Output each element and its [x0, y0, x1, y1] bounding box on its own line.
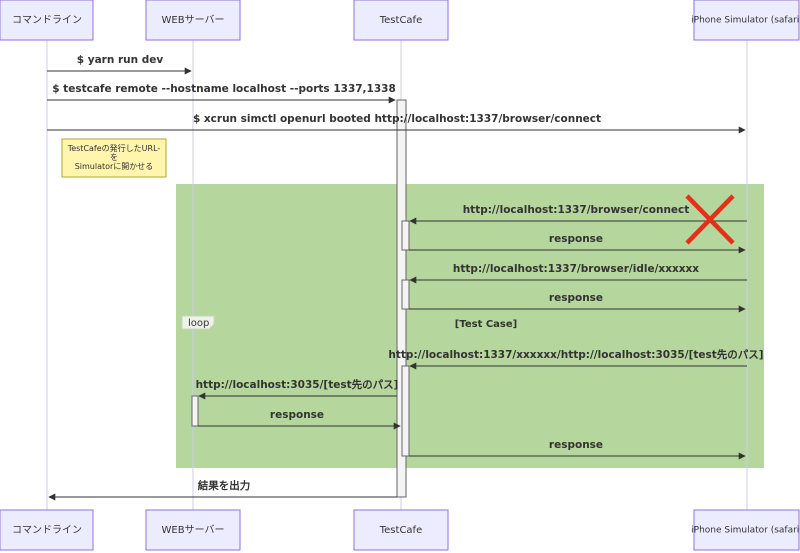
message-web-response: response: [198, 409, 401, 430]
note-line-3: Simulatorに開かせる: [75, 162, 154, 171]
svg-text:response: response: [549, 292, 603, 304]
svg-text:$ yarn run dev: $ yarn run dev: [77, 54, 164, 66]
message-browser-connect: http://localhost:1337/browser/connect: [409, 204, 747, 225]
message-browser-idle: http://localhost:1337/browser/idle/xxxxx…: [409, 263, 747, 284]
svg-text:結果を出力: 結果を出力: [198, 479, 251, 492]
loop-label: loop: [181, 315, 215, 330]
activation-testcafe-idle: [401, 279, 410, 310]
svg-text:$ xcrun simctl openurl booted: $ xcrun simctl openurl booted http://loc…: [193, 113, 601, 125]
svg-text:コマンドライン: コマンドライン: [12, 524, 82, 536]
red-x-cross-icon: [685, 194, 735, 245]
message-test-url: http://localhost:1337/xxxxxx/http://loca…: [388, 348, 764, 370]
svg-text:コマンドライン: コマンドライン: [12, 14, 82, 26]
message-response-connect: response: [409, 233, 746, 254]
actor-web-top: WEBサーバー: [145, 0, 241, 41]
svg-text:http://localhost:1337/browser/: http://localhost:1337/browser/connect: [463, 204, 690, 216]
message-response-test: response: [409, 439, 746, 460]
svg-text:TestCafe: TestCafe: [379, 525, 422, 536]
svg-text:http://localhost:3035/[test先のパ: http://localhost:3035/[test先のパス]: [196, 378, 399, 391]
message-test-path-request: http://localhost:3035/[test先のパス]: [196, 378, 399, 400]
svg-text:response: response: [549, 233, 603, 245]
loop-block: [176, 184, 764, 468]
actor-web-bottom: WEBサーバー: [145, 509, 241, 551]
actor-iphone-bottom: iPhone Simulator (safari): [691, 509, 800, 551]
actor-testcafe-bottom: TestCafe: [353, 509, 449, 551]
svg-text:iPhone Simulator (safari): iPhone Simulator (safari): [691, 16, 800, 26]
svg-text:response: response: [549, 439, 603, 451]
svg-text:$ testcafe remote --hostname l: $ testcafe remote --hostname localhost -…: [52, 83, 396, 95]
svg-text:http://localhost:1337/xxxxxx/h: http://localhost:1337/xxxxxx/http://loca…: [388, 348, 763, 361]
loop-title: [Test Case]: [455, 319, 517, 330]
actor-cli-top: コマンドライン: [0, 0, 94, 41]
actor-cli-bottom: コマンドライン: [0, 509, 94, 551]
svg-text:WEBサーバー: WEBサーバー: [162, 524, 225, 536]
actor-iphone-top: iPhone Simulator (safari): [691, 0, 800, 41]
activation-testcafe-connect: [401, 220, 410, 251]
svg-text:WEBサーバー: WEBサーバー: [162, 14, 225, 26]
note: TestCafeの発行したURL- を Simulatorに開かせる: [61, 138, 167, 178]
activation-testcafe-test: [401, 365, 410, 457]
activation-web-request: [191, 395, 199, 427]
svg-text:http://localhost:1337/browser/: http://localhost:1337/browser/idle/xxxxx…: [453, 263, 699, 275]
svg-text:iPhone Simulator (safari): iPhone Simulator (safari): [691, 526, 800, 536]
message-xcrun-openurl: $ xcrun simctl openurl booted http://loc…: [47, 113, 746, 134]
message-yarn-run-dev: $ yarn run dev: [47, 54, 192, 75]
svg-text:loop: loop: [188, 318, 209, 329]
message-response-idle: response: [409, 292, 746, 313]
note-line-2: を: [110, 153, 118, 162]
svg-text:TestCafe: TestCafe: [379, 15, 422, 26]
svg-text:response: response: [270, 409, 324, 421]
message-testcafe-remote: $ testcafe remote --hostname localhost -…: [47, 83, 396, 104]
message-output-result: 結果を出力: [48, 479, 397, 501]
actor-testcafe-top: TestCafe: [353, 0, 449, 41]
note-line-1: TestCafeの発行したURL-: [67, 143, 161, 153]
